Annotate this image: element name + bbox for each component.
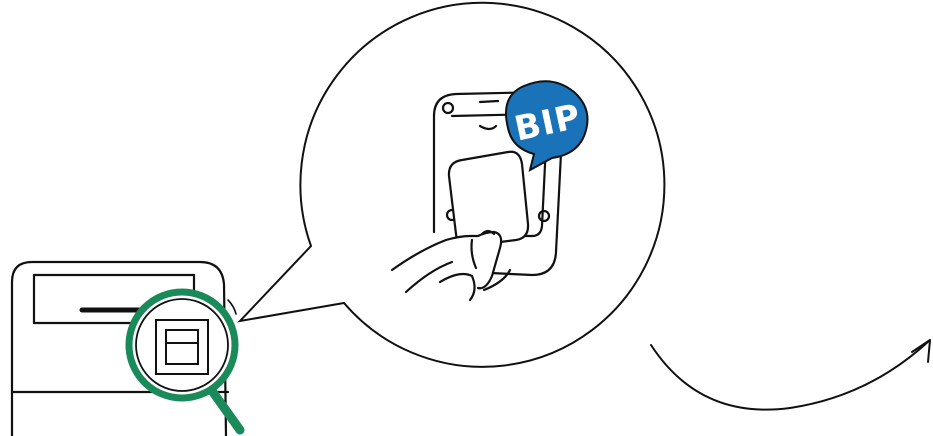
curved-arrow-icon [651,340,930,410]
magnifying-glass-icon [129,292,240,430]
